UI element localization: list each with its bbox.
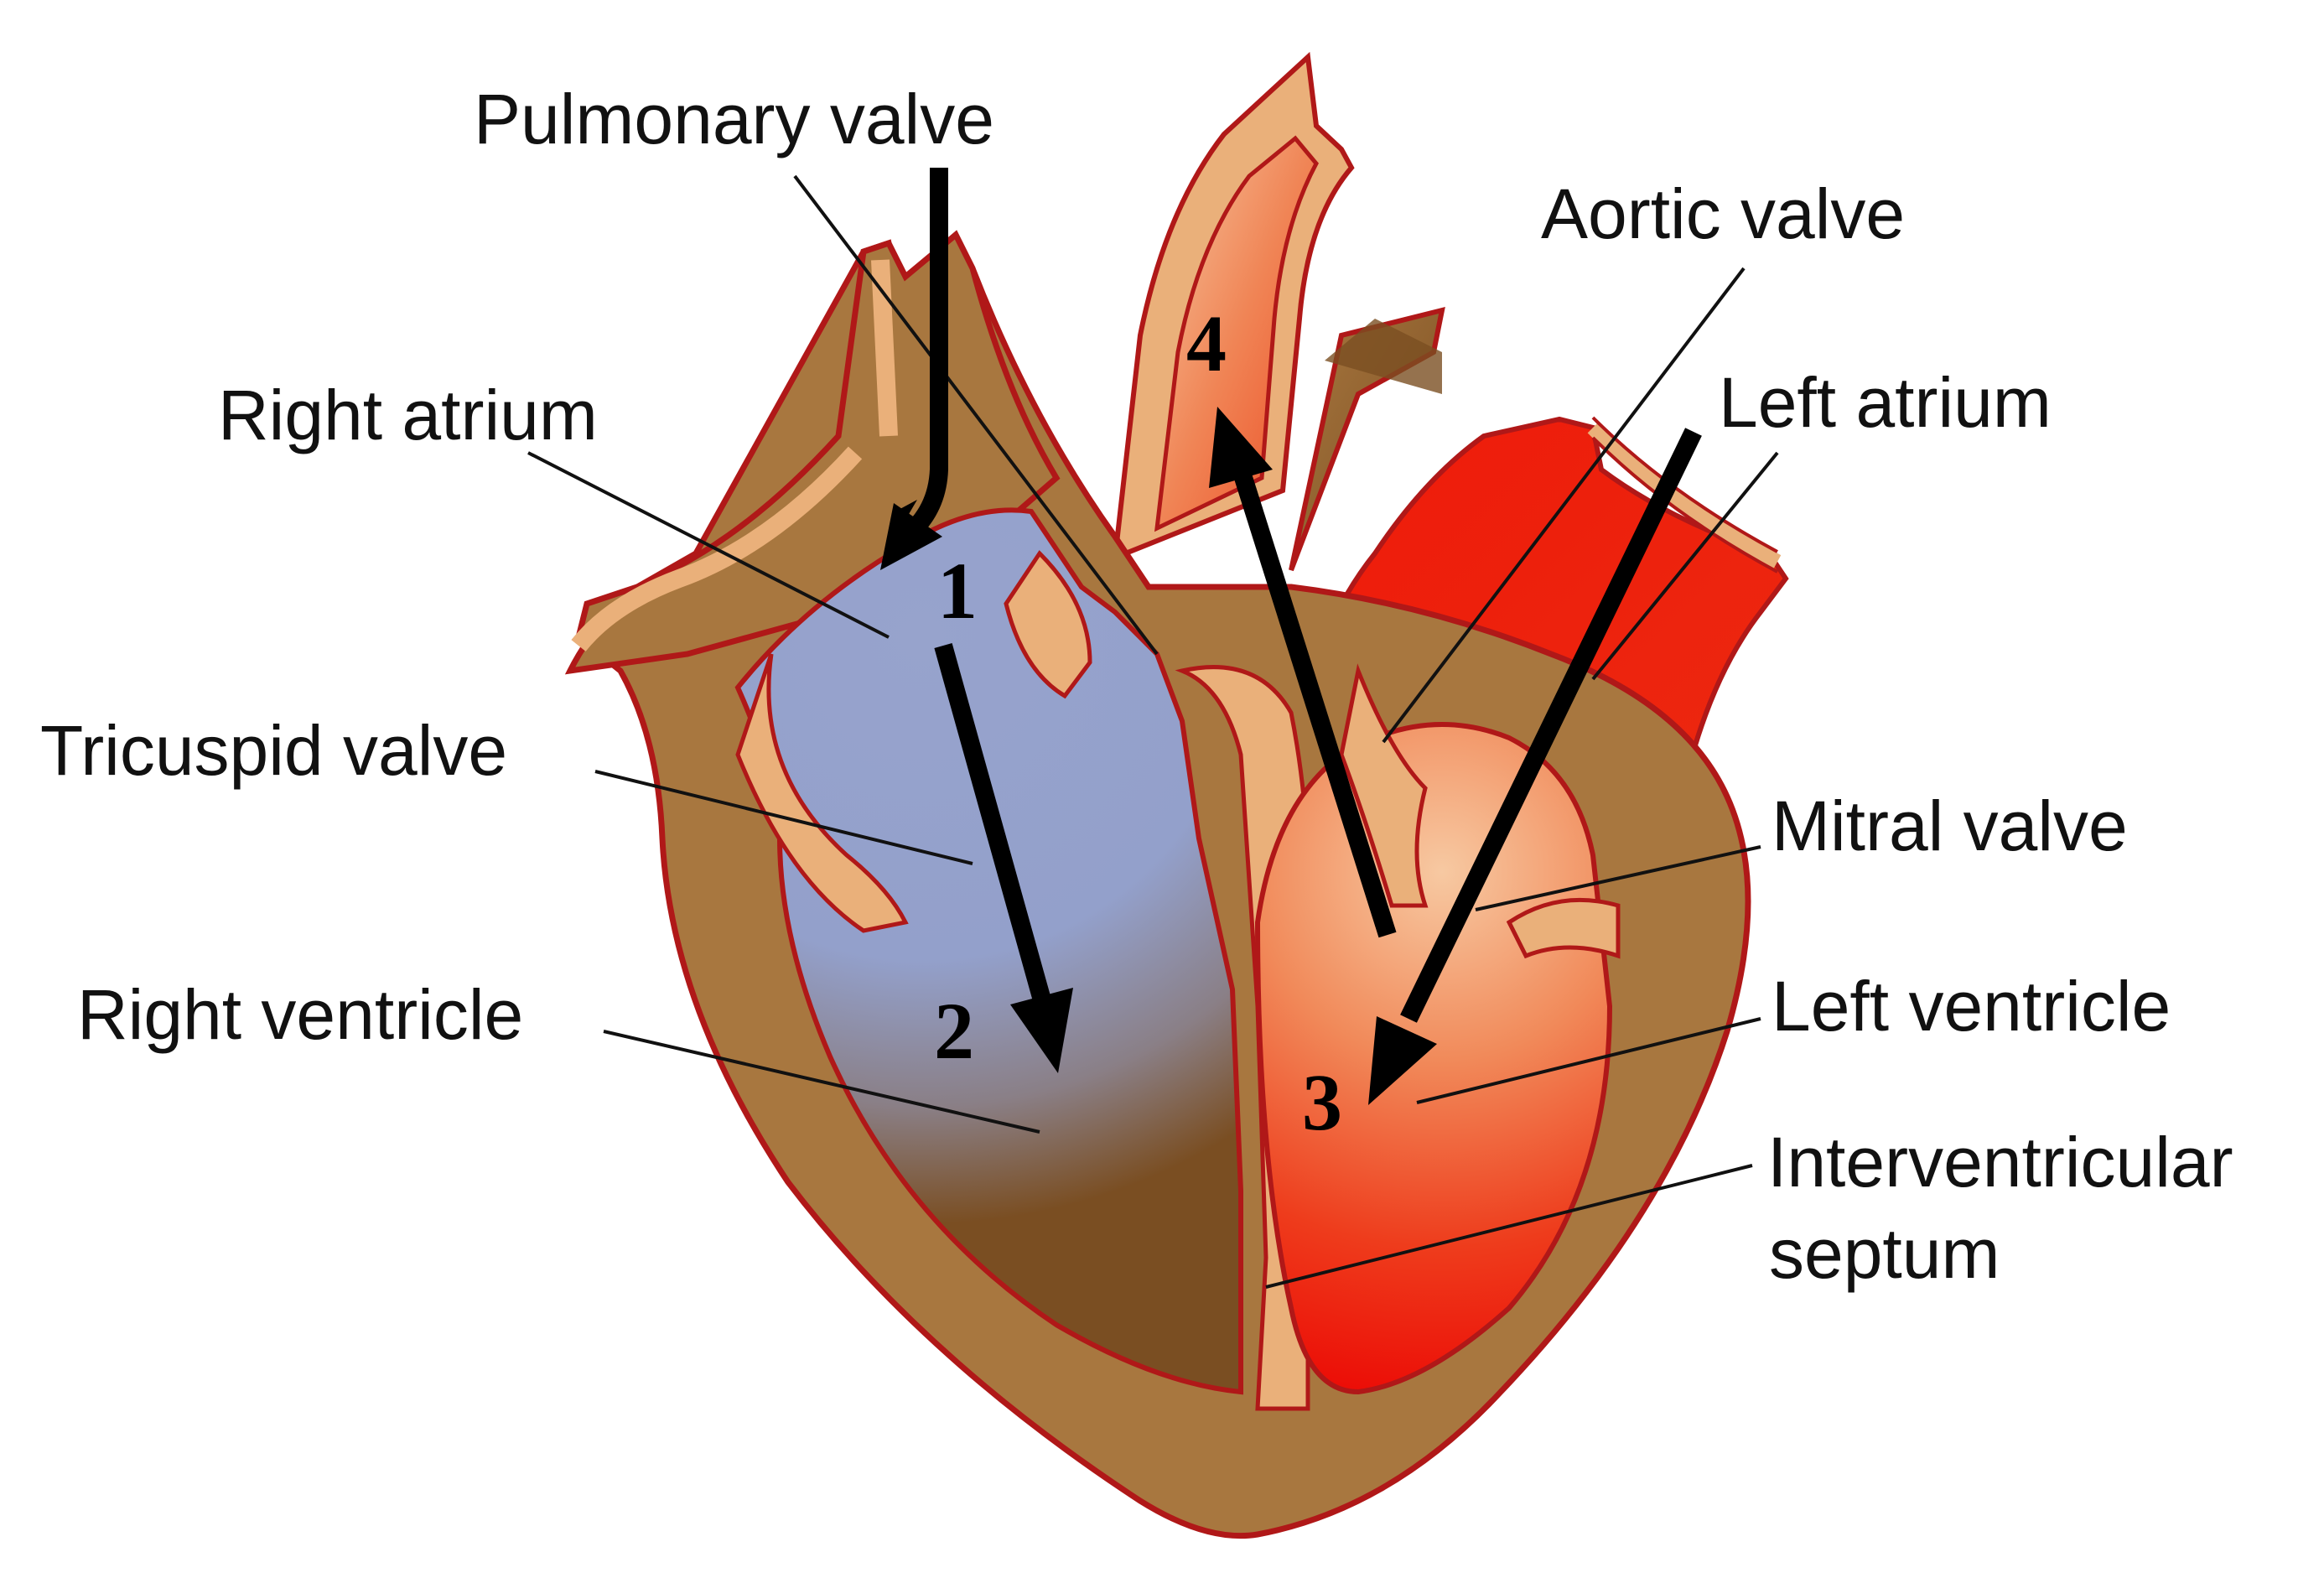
label-pulmonary-valve: Pulmonary valve <box>474 80 994 158</box>
label-left-ventricle: Left ventricle <box>1772 967 2171 1046</box>
label-mitral-valve: Mitral valve <box>1772 786 2128 865</box>
leader-aortic-valve <box>1382 267 1746 744</box>
pulmonary-artery <box>1289 306 1445 572</box>
valve-flaps <box>735 550 1621 959</box>
leader-right-ventricle <box>603 1030 1040 1134</box>
leader-left-ventricle <box>1416 1017 1761 1104</box>
aorta <box>1112 51 1355 562</box>
flow-arrows <box>880 168 1702 1105</box>
label-septum-line1: Interventricular <box>1767 1123 2233 1202</box>
step-number-2: 2 <box>934 986 974 1076</box>
arrow-to-right-ventricle-head <box>1010 988 1073 1073</box>
leader-mitral-valve <box>1475 845 1761 911</box>
leader-right-atrium <box>527 451 890 639</box>
leader-septum <box>1265 1164 1753 1289</box>
step-number-4: 4 <box>1186 298 1227 388</box>
leader-lines <box>527 174 1779 1289</box>
arrow-left-atrium-to-ventricle <box>1400 428 1702 1023</box>
label-right-ventricle: Right ventricle <box>77 975 524 1054</box>
leader-tricuspid-valve <box>594 770 973 865</box>
label-tricuspid-valve: Tricuspid valve <box>40 711 508 790</box>
label-right-atrium: Right atrium <box>218 376 598 454</box>
leader-pulmonary-valve <box>793 174 1159 656</box>
arrow-into-right-atrium-tip <box>880 503 942 570</box>
arrow-ventricle-to-aorta <box>1232 466 1397 938</box>
leader-left-atrium <box>1591 451 1779 681</box>
label-aortic-valve: Aortic valve <box>1541 174 1906 253</box>
arrow-to-right-ventricle <box>934 643 1053 1009</box>
arrow-ventricle-to-aorta-head <box>1209 407 1273 488</box>
arrow-left-atrium-to-ventricle-head <box>1368 1016 1437 1105</box>
step-number-1: 1 <box>937 546 978 636</box>
label-septum-line2: septum <box>1769 1214 2000 1293</box>
label-left-atrium: Left atrium <box>1719 363 2052 442</box>
step-number-3: 3 <box>1302 1057 1342 1147</box>
